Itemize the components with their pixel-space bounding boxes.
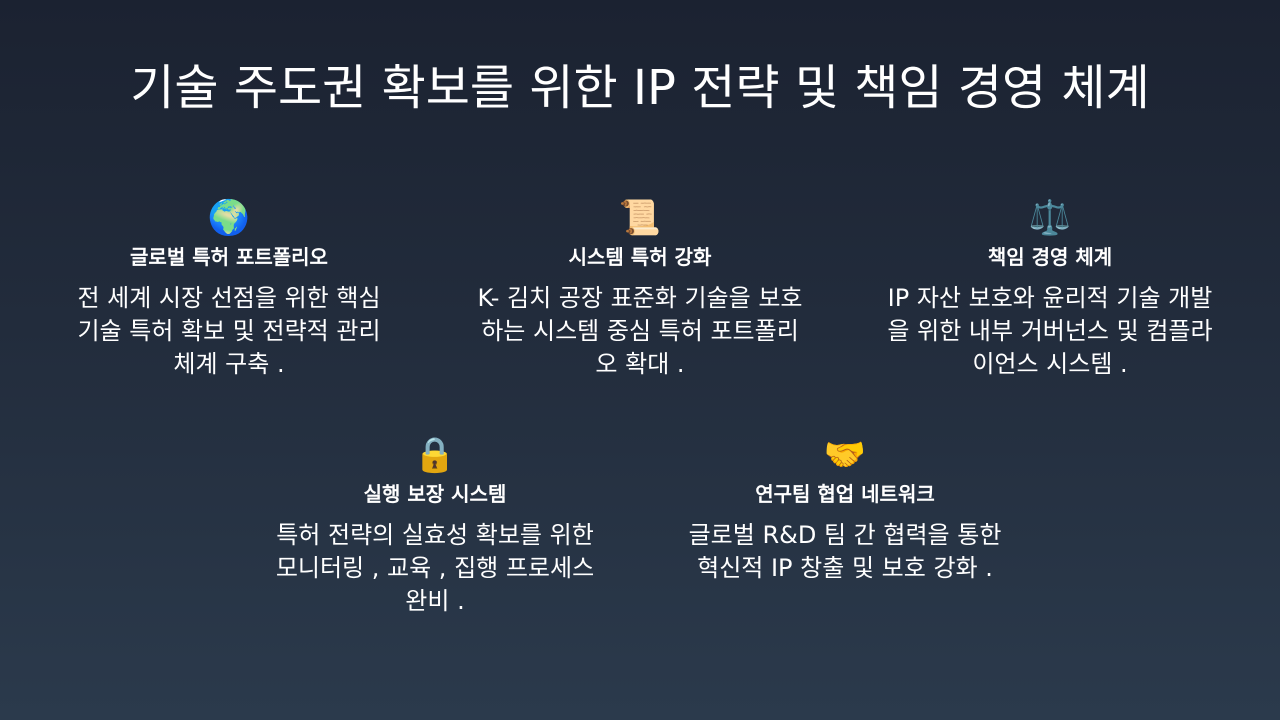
card-responsible-management: ⚖️ 책임 경영 체계 IP 자산 보호와 윤리적 기술 개발을 위한 내부 거… xyxy=(885,198,1215,381)
card-heading: 책임 경영 체계 xyxy=(987,245,1113,269)
card-heading: 시스템 특허 강화 xyxy=(568,245,712,269)
card-body: 전 세계 시장 선점을 위한 핵심 기술 특허 확보 및 전략적 관리 체계 구… xyxy=(77,284,381,378)
balance-scale-icon: ⚖️ xyxy=(1028,198,1072,238)
handshake-icon: 🤝 xyxy=(823,435,867,475)
card-execution-assurance: 🔒 실행 보장 시스템 특허 전략의 실효성 확보를 위한 모니터링 , 교육 … xyxy=(270,435,600,618)
card-heading: 실행 보장 시스템 xyxy=(363,482,507,506)
lock-icon: 🔒 xyxy=(413,435,457,475)
card-body: IP 자산 보호와 윤리적 기술 개발을 위한 내부 거버넌스 및 컴플라이언스… xyxy=(887,284,1213,378)
card-heading: 연구팀 협업 네트워크 xyxy=(755,482,935,506)
card-body: 특허 전략의 실효성 확보를 위한 모니터링 , 교육 , 집행 프로세스 완비… xyxy=(275,521,595,615)
card-research-network: 🤝 연구팀 협업 네트워크 글로벌 R&D 팀 간 협력을 통한 혁신적 IP … xyxy=(680,435,1010,585)
card-body: K- 김치 공장 표준화 기술을 보호하는 시스템 중심 특허 포트폴리오 확대… xyxy=(477,284,803,378)
globe-icon: 🌍 xyxy=(207,198,251,238)
card-body: 글로벌 R&D 팀 간 협력을 통한 혁신적 IP 창출 및 보호 강화 . xyxy=(688,521,1002,582)
card-heading: 글로벌 특허 포트폴리오 xyxy=(130,245,328,269)
slide-title: 기술 주도권 확보를 위한 IP 전략 및 책임 경영 체계 xyxy=(130,60,1150,116)
card-system-patent: 📜 시스템 특허 강화 K- 김치 공장 표준화 기술을 보호하는 시스템 중심… xyxy=(475,198,805,381)
card-global-patent-portfolio: 🌍 글로벌 특허 포트폴리오 전 세계 시장 선점을 위한 핵심 기술 특허 확… xyxy=(64,198,394,381)
scroll-icon: 📜 xyxy=(618,198,662,238)
